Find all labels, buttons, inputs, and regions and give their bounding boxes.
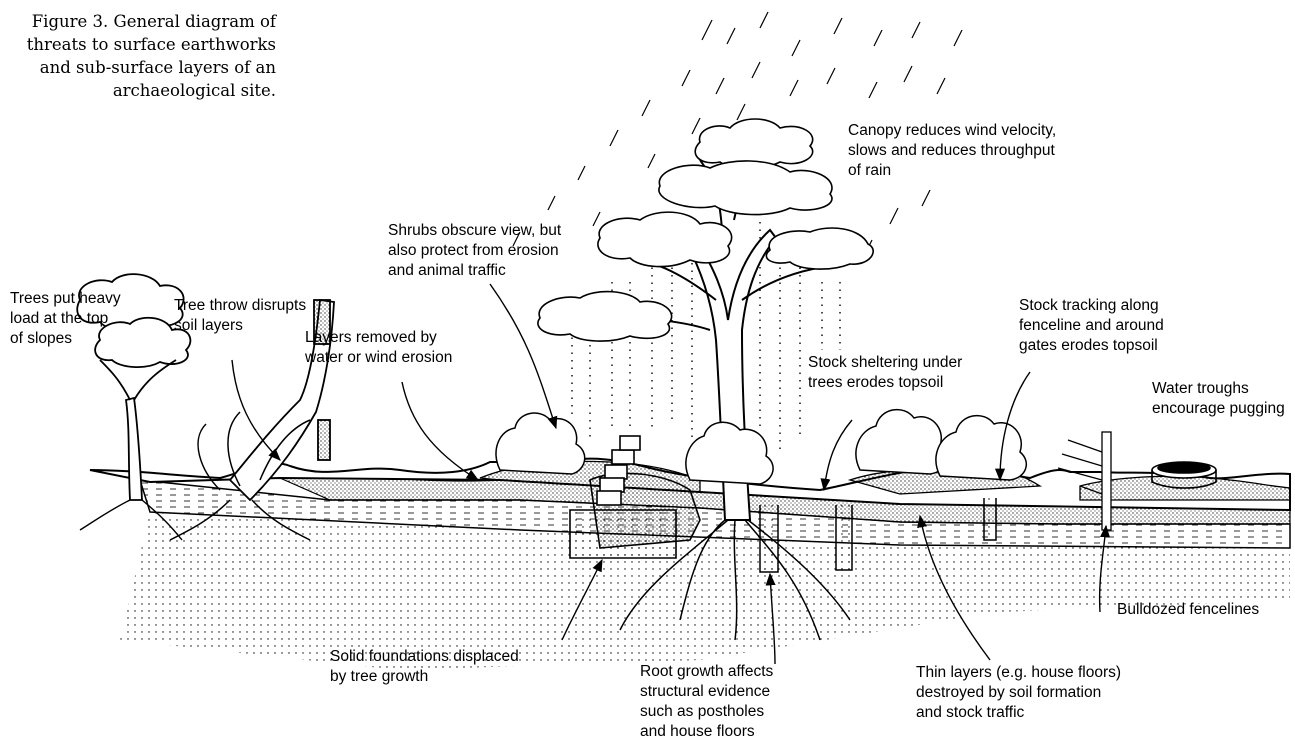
label-shrubs: Shrubs obscure view, but also protect fr… [388,221,561,281]
shrubs [496,410,1026,484]
arrow-stock-sheltering [824,420,852,490]
label-line: Solid foundations displaced [330,647,519,667]
label-line: and animal traffic [388,261,561,281]
label-line: Canopy reduces wind velocity, [848,121,1056,141]
label-line: and stock traffic [916,703,1121,723]
label-tree-throw: Tree throw disrupts soil layers [174,296,306,336]
label-solid-foundations: Solid foundations displaced by tree grow… [330,647,519,687]
label-line: Root growth affects [640,662,773,682]
label-line: and house floors [640,722,773,742]
label-water-troughs: Water troughs encourage pugging [1152,379,1285,419]
label-bulldozed: Bulldozed fencelines [1117,600,1259,620]
label-line: also protect from erosion [388,241,561,261]
label-line: load at the top [10,309,121,329]
label-line: Thin layers (e.g. house floors) [916,663,1121,683]
label-line: soil layers [174,316,306,336]
label-line: Trees put heavy [10,289,121,309]
label-line: of slopes [10,329,121,349]
label-line: of rain [848,161,1056,181]
label-line: Stock sheltering under [808,353,962,373]
label-root-growth: Root growth affects structural evidence … [640,662,773,742]
label-line: Bulldozed fencelines [1117,600,1259,620]
label-thin-layers: Thin layers (e.g. house floors) destroye… [916,663,1121,723]
label-line: Stock tracking along [1019,296,1164,316]
label-line: encourage pugging [1152,399,1285,419]
label-line: Water troughs [1152,379,1285,399]
label-stock-tracking: Stock tracking along fenceline and aroun… [1019,296,1164,356]
label-line: by tree growth [330,667,519,687]
arrow-layers-removed [402,382,478,480]
label-line: slows and reduces throughput [848,141,1056,161]
label-stock-sheltering: Stock sheltering under trees erodes tops… [808,353,962,393]
label-layers-removed: Layers removed by water or wind erosion [305,328,452,368]
label-line: water or wind erosion [305,348,452,368]
label-line: destroyed by soil formation [916,683,1121,703]
label-line: structural evidence [640,682,773,702]
tree-canopy [538,119,873,341]
label-line: Tree throw disrupts [174,296,306,316]
label-line: Shrubs obscure view, but [388,221,561,241]
label-line: such as postholes [640,702,773,722]
label-line: gates erodes topsoil [1019,336,1164,356]
label-line: trees erodes topsoil [808,373,962,393]
label-line: Layers removed by [305,328,452,348]
label-line: fenceline and around [1019,316,1164,336]
label-canopy: Canopy reduces wind velocity, slows and … [848,121,1056,181]
label-trees-heavy-load: Trees put heavy load at the top of slope… [10,289,121,349]
